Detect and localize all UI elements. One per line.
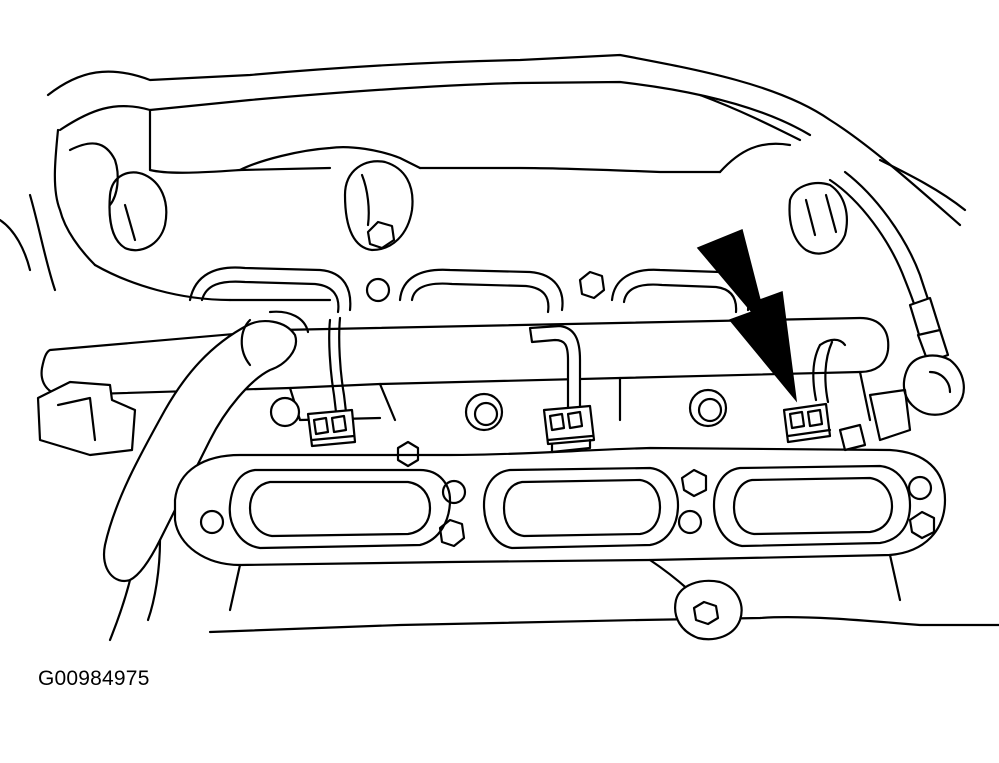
right-fuel-line — [698, 93, 967, 452]
left-bracket — [36, 380, 137, 457]
upper-engine-outline — [0, 53, 962, 302]
pointer-arrow — [696, 228, 798, 403]
upper-port-outlines — [188, 266, 750, 314]
injector-1 — [306, 316, 357, 448]
intake-flange — [173, 440, 947, 567]
injector-3 — [782, 338, 847, 444]
injector-2 — [528, 324, 596, 454]
coolant-hose — [102, 310, 310, 642]
lower-block — [208, 553, 999, 641]
rail-clamps — [269, 388, 728, 432]
figure-id-label: G00984975 — [38, 667, 150, 690]
valve-cover-bosses — [108, 160, 848, 255]
